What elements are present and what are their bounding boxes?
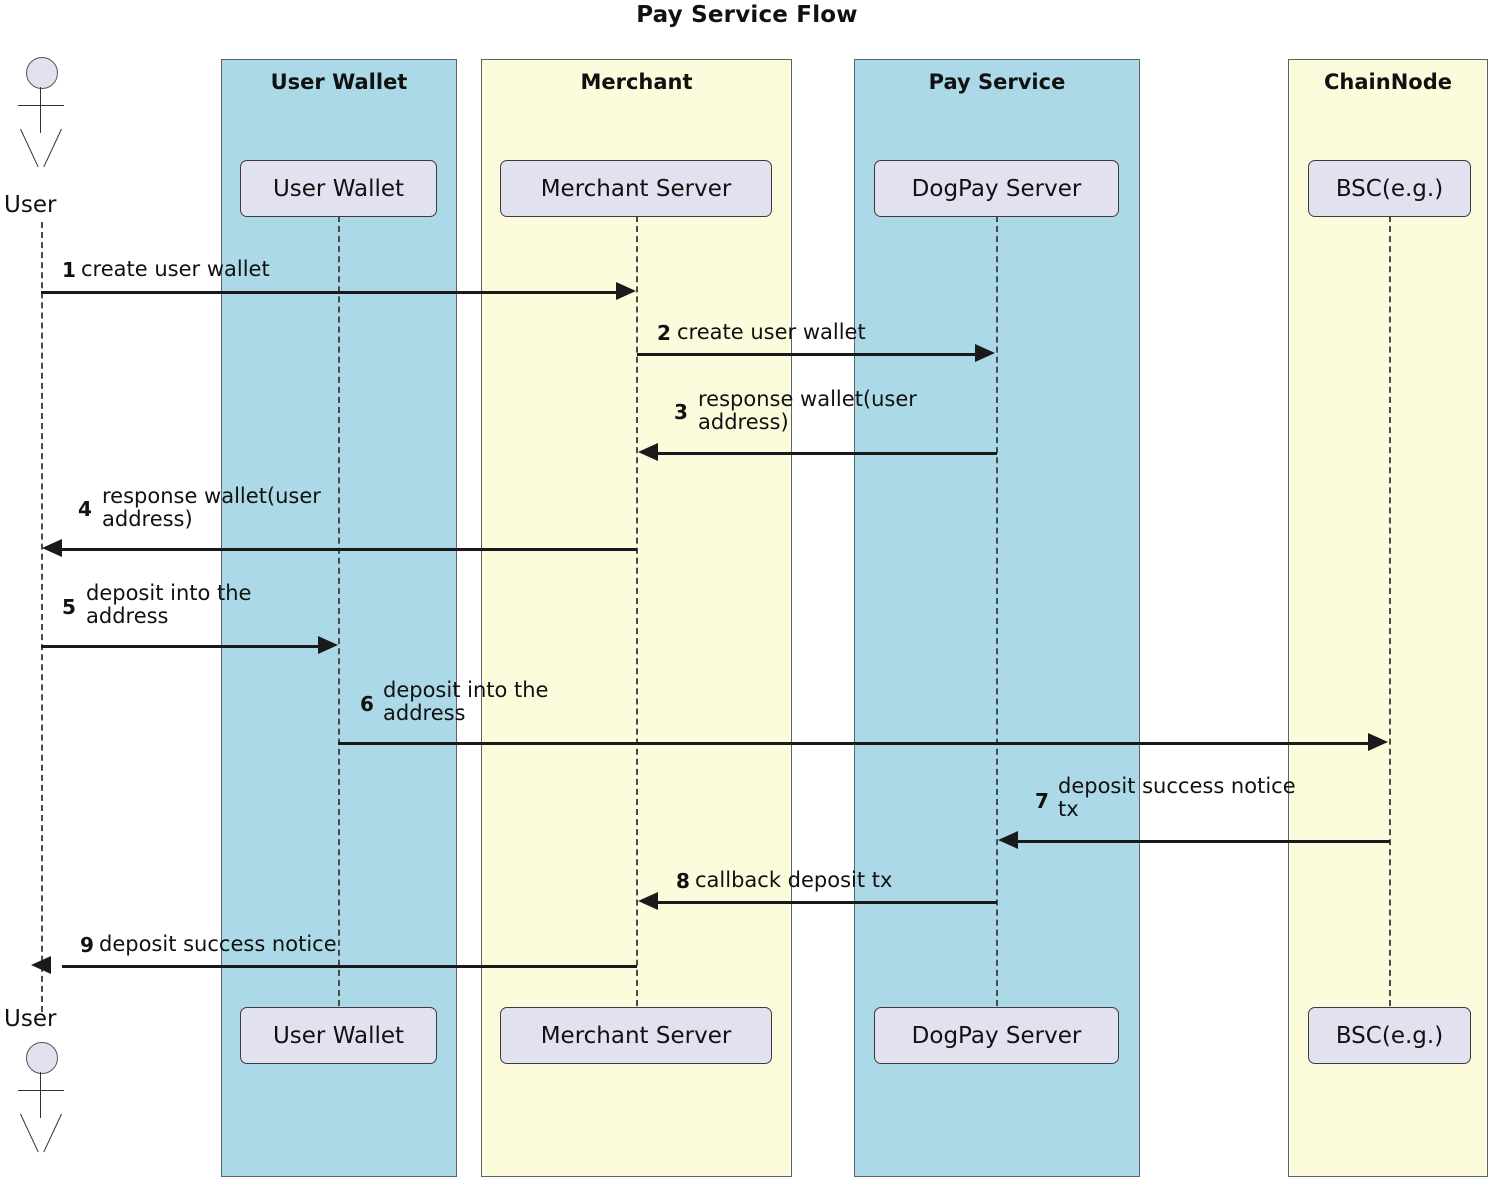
message-line-3	[658, 452, 997, 455]
lifebox-label: Merchant Server	[540, 175, 732, 202]
lifebox-bsc-bottom[interactable]: BSC(e.g.)	[1308, 1007, 1471, 1064]
actor-body-icon	[40, 87, 41, 133]
message-line-2	[637, 353, 977, 356]
actor-right-leg-icon	[43, 128, 62, 168]
lifebox-user-wallet-top[interactable]: User Wallet	[240, 160, 437, 217]
message-label-6: deposit into the address	[383, 678, 619, 726]
message-number-3: 3	[674, 400, 688, 424]
lifebox-label: BSC(e.g.)	[1335, 1022, 1444, 1049]
message-arrowhead-7	[998, 831, 1018, 849]
group-title-pay-service: Pay Service	[928, 70, 1066, 94]
message-line-9	[62, 965, 637, 968]
message-label-7-line1: deposit success notice	[1058, 774, 1296, 798]
actor-label-user-bottom: User	[4, 1006, 57, 1032]
message-number-7: 7	[1035, 789, 1049, 813]
message-label-3-line2: address)	[698, 410, 789, 435]
message-label-4-line2: address)	[102, 507, 193, 532]
message-label-8: callback deposit tx	[695, 868, 893, 892]
message-arrowhead-9	[31, 956, 51, 974]
message-number-9: 9	[80, 933, 94, 957]
message-line-1	[41, 291, 620, 294]
message-arrowhead-6	[1368, 733, 1388, 751]
group-title-merchant: Merchant	[580, 70, 693, 94]
lifebox-label: User Wallet	[272, 175, 405, 202]
lifeline-dogpay-server	[996, 216, 998, 1006]
message-label-7: deposit success notice tx	[1058, 774, 1388, 822]
page-title: Pay Service Flow	[636, 2, 858, 28]
actor-left-leg-icon	[20, 128, 39, 168]
message-label-5-line2: address	[86, 604, 169, 629]
lifeline-merchant-server	[636, 216, 638, 1006]
group-title-chainnode: ChainNode	[1324, 70, 1452, 94]
message-arrowhead-5	[318, 636, 338, 654]
message-arrowhead-8	[638, 892, 658, 910]
message-arrowhead-1	[616, 282, 636, 300]
actor-head-icon	[26, 57, 58, 89]
message-label-3: response wallet(user address)	[698, 387, 990, 435]
message-line-8	[658, 901, 997, 904]
lifeline-bsc	[1389, 216, 1391, 1006]
actor-right-leg-icon	[43, 1113, 62, 1153]
lifebox-label: Merchant Server	[540, 1022, 732, 1049]
message-line-6	[338, 742, 1371, 745]
message-label-5-line1: deposit into the	[86, 581, 252, 605]
message-label-2: create user wallet	[677, 320, 866, 344]
message-number-5: 5	[62, 595, 76, 619]
message-label-1: create user wallet	[81, 257, 270, 281]
message-number-1: 1	[62, 258, 76, 282]
message-number-4: 4	[78, 497, 92, 521]
message-arrowhead-3	[638, 443, 658, 461]
group-chainnode: ChainNode	[1288, 59, 1488, 1177]
message-number-8: 8	[676, 869, 690, 893]
lifebox-label: BSC(e.g.)	[1335, 175, 1444, 202]
actor-arms-icon	[18, 105, 64, 106]
message-line-4	[62, 548, 637, 551]
lifebox-dogpay-server-bottom[interactable]: DogPay Server	[874, 1007, 1119, 1064]
lifebox-merchant-server-bottom[interactable]: Merchant Server	[500, 1007, 772, 1064]
lifebox-bsc-top[interactable]: BSC(e.g.)	[1308, 160, 1471, 217]
message-line-5	[41, 645, 322, 648]
lifebox-user-wallet-bottom[interactable]: User Wallet	[240, 1007, 437, 1064]
group-title-user-wallet: User Wallet	[270, 70, 408, 94]
message-label-6-line2: address	[383, 701, 466, 726]
message-number-6: 6	[360, 692, 374, 716]
actor-label-user-top: User	[4, 192, 57, 218]
message-label-7-line2: tx	[1058, 797, 1079, 822]
lifebox-merchant-server-top[interactable]: Merchant Server	[500, 160, 772, 217]
message-label-4-line1: response wallet(user	[102, 484, 321, 508]
lifeline-user	[41, 222, 43, 1012]
message-line-7	[1018, 840, 1390, 843]
lifebox-label: User Wallet	[272, 1022, 405, 1049]
message-label-5: deposit into the address	[86, 581, 322, 629]
message-number-2: 2	[657, 321, 671, 345]
actor-left-leg-icon	[20, 1113, 39, 1153]
message-label-4: response wallet(user address)	[102, 484, 394, 532]
actor-body-icon	[40, 1072, 41, 1118]
message-arrowhead-4	[42, 539, 62, 557]
lifebox-dogpay-server-top[interactable]: DogPay Server	[874, 160, 1119, 217]
message-label-6-line1: deposit into the	[383, 678, 549, 702]
lifebox-label: DogPay Server	[911, 175, 1082, 202]
lifeline-user-wallet	[338, 216, 340, 1006]
lifebox-label: DogPay Server	[911, 1022, 1082, 1049]
actor-head-icon	[26, 1042, 58, 1074]
actor-arms-icon	[18, 1090, 64, 1091]
message-arrowhead-2	[975, 344, 995, 362]
message-label-9: deposit success notice	[99, 932, 337, 956]
message-label-3-line1: response wallet(user	[698, 387, 917, 411]
